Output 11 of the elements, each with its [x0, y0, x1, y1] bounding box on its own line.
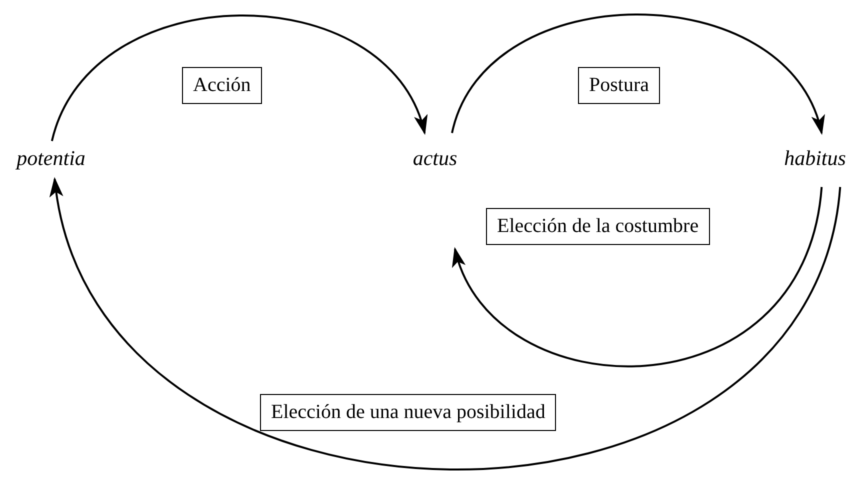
- curved-arrow: [52, 177, 842, 470]
- edge-label: Elección de una nueva posibilidad: [260, 394, 556, 431]
- edge-label: Postura: [578, 67, 660, 104]
- edge-label: Elección de la costumbre: [486, 208, 710, 245]
- curved-arrow: [451, 14, 823, 135]
- concept-term: potentia: [5, 140, 97, 180]
- concept-term: actus: [398, 132, 472, 250]
- curved-arrow: [50, 14, 426, 142]
- curved-arrow: [454, 186, 823, 367]
- concept-term: habitus: [778, 132, 852, 188]
- edge-label: Acción: [182, 67, 262, 104]
